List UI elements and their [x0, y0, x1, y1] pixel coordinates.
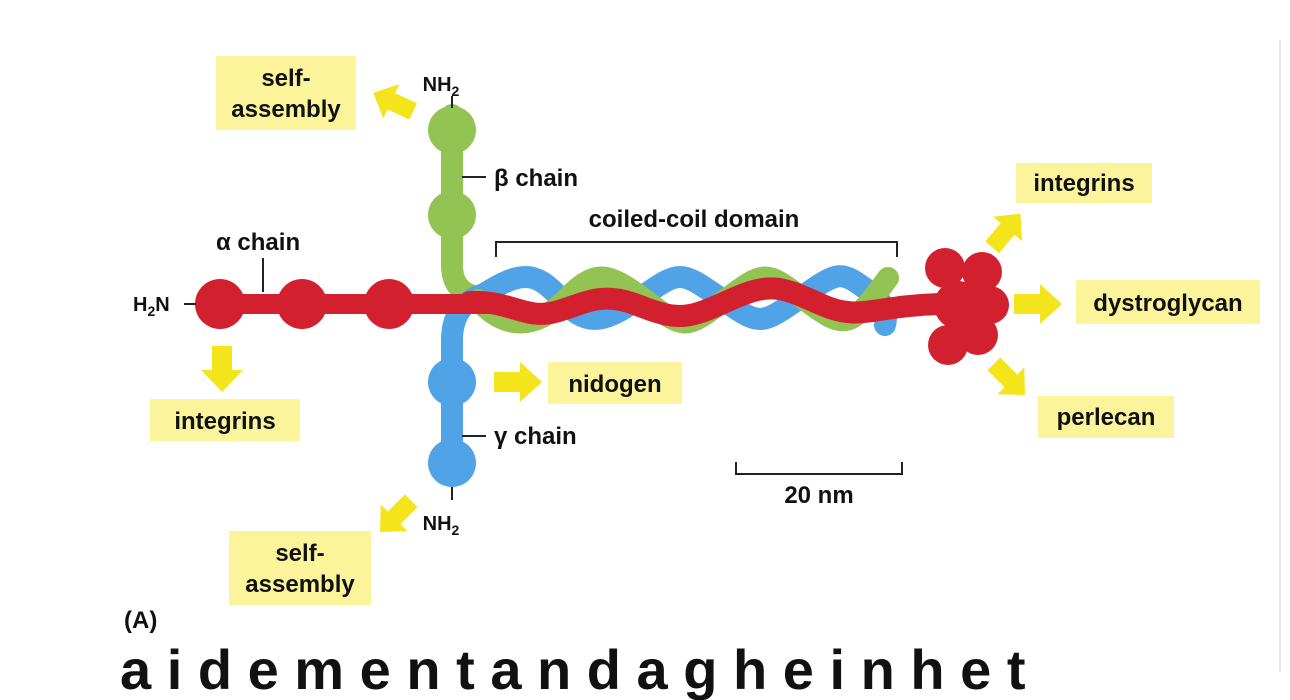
scale-bar-label: 20 nm	[784, 482, 853, 509]
h2n-label: H2N	[133, 294, 170, 319]
perlecan-label: perlecan	[1057, 404, 1156, 431]
alpha-globule-3	[364, 279, 414, 329]
arrow-nidogen	[494, 362, 542, 402]
arrow-integrins-right	[985, 213, 1023, 254]
gamma-chain	[428, 281, 503, 487]
perlecan-box	[1038, 396, 1174, 438]
self-assembly-bottom-line2: assembly	[245, 571, 355, 598]
nidogen-box	[548, 362, 682, 404]
arrow-integrins-left	[201, 346, 243, 392]
arrow-self-assembly-top	[373, 84, 417, 120]
alpha-globule-1	[195, 279, 245, 329]
alpha-chain-label: α chain	[216, 229, 300, 256]
dystroglycan-box	[1076, 280, 1260, 324]
scale-bar	[735, 462, 903, 475]
integrins-left-box	[150, 399, 300, 441]
arrow-perlecan	[987, 357, 1025, 395]
self-assembly-top-box	[216, 56, 356, 130]
beta-globule-2	[428, 191, 476, 239]
integrins-right-box	[1016, 163, 1152, 203]
dystroglycan-label: dystroglycan	[1093, 290, 1242, 317]
gamma-chain-label: γ chain	[494, 423, 577, 450]
nh2-top-label: NH2	[423, 74, 460, 99]
self-assembly-top-line1: self-	[261, 65, 310, 92]
beta-globule-1	[428, 106, 476, 154]
alpha-globule-2	[277, 279, 327, 329]
g-domain-cluster	[925, 248, 1009, 365]
arrow-self-assembly-bottom	[380, 494, 418, 532]
integrins-left-label: integrins	[174, 408, 275, 435]
bottom-caption-cut: a i d e m e n t a n d a g h e i n h e t	[120, 640, 1026, 700]
nidogen-label: nidogen	[568, 371, 661, 398]
self-assembly-bottom-line1: self-	[275, 540, 324, 567]
self-assembly-bottom-box	[229, 531, 371, 605]
laminin-diagram: self- assembly NH2 β chain α chain coile…	[124, 40, 1281, 672]
coiled-coil-label: coiled-coil domain	[589, 206, 800, 233]
beta-chain-label: β chain	[494, 165, 578, 192]
self-assembly-top-line2: assembly	[231, 96, 341, 123]
beta-chain	[428, 104, 501, 309]
panel-label: (A)	[124, 607, 157, 634]
nh2-bottom-label: NH2	[423, 513, 460, 538]
arrow-dystroglycan	[1014, 284, 1062, 324]
gamma-globule-1	[428, 358, 476, 406]
gamma-globule-2	[428, 439, 476, 487]
coiled-coil-helix	[459, 265, 951, 336]
integrins-right-label: integrins	[1033, 170, 1134, 197]
alpha-chain	[195, 279, 500, 329]
coiled-coil-bracket	[495, 241, 898, 257]
